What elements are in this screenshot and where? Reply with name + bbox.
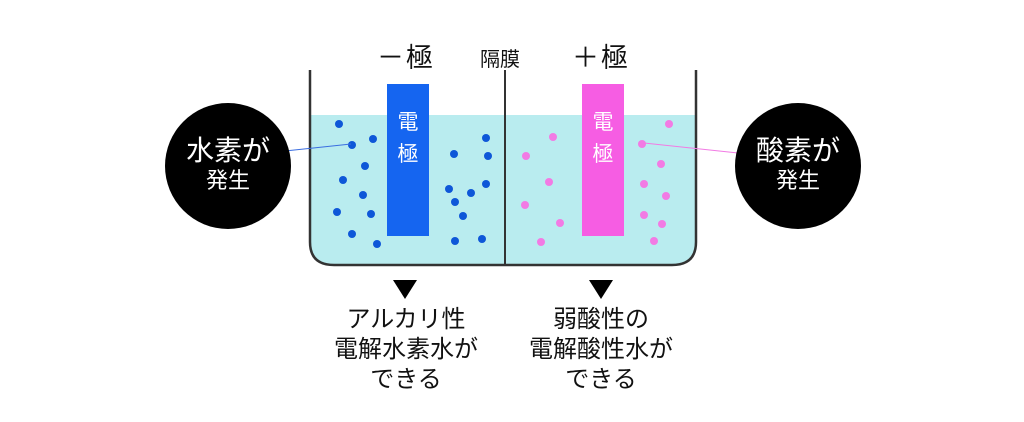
oxygen-bubble [638, 140, 646, 148]
negative-electrode: 電 極 [387, 84, 429, 236]
hydrogen-bubble [335, 120, 343, 128]
hydrogen-callout-line2: 発生 [205, 169, 250, 194]
oxygen-bubble [537, 238, 545, 246]
positive-electrode-text-1: 電 [592, 110, 614, 134]
hydrogen-callout: 水素が 発生 [165, 103, 291, 229]
oxygen-bubble [640, 211, 648, 219]
oxygen-leader-line [643, 142, 739, 154]
alkaline-result-line3: できる [370, 365, 442, 393]
hydrogen-bubble [361, 162, 369, 170]
hydrogen-bubble [459, 212, 467, 220]
oxygen-bubble [650, 237, 658, 245]
positive-electrode: 電 極 [582, 84, 624, 236]
alkaline-result-line2: 電解水素水が [334, 335, 478, 363]
oxygen-bubble [556, 219, 564, 227]
positive-electrode-text-2: 極 [592, 142, 614, 166]
hydrogen-bubble [359, 191, 367, 199]
hydrogen-bubble [339, 176, 347, 184]
hydrogen-bubble [369, 135, 377, 143]
hydrogen-bubble [333, 208, 341, 216]
hydrogen-bubble [348, 141, 356, 149]
oxygen-bubble [545, 178, 553, 186]
oxygen-callout-line2: 発生 [775, 169, 820, 194]
hydrogen-callout-line1: 水素が [185, 134, 270, 167]
hydrogen-bubble [367, 210, 375, 218]
acidic-result-line2: 電解酸性水が [529, 335, 673, 363]
acidic-result-line3: できる [565, 365, 637, 393]
oxygen-bubble [549, 133, 557, 141]
hydrogen-bubble [451, 198, 459, 206]
left-down-arrow [393, 280, 417, 299]
negative-pole-label: －極 [377, 43, 435, 74]
positive-pole-label: ＋極 [572, 43, 630, 74]
oxygen-callout-line1: 酸素が [755, 134, 840, 167]
alkaline-result-text: アルカリ性 電解水素水が できる [296, 304, 516, 394]
hydrogen-bubble [482, 180, 490, 188]
negative-electrode-text-2: 極 [397, 142, 419, 166]
acidic-result-text: 弱酸性の 電解酸性水が できる [491, 304, 711, 394]
hydrogen-bubble [373, 240, 381, 248]
right-down-arrow [589, 280, 613, 299]
oxygen-callout: 酸素が 発生 [735, 103, 861, 229]
oxygen-bubble [658, 220, 666, 228]
oxygen-bubble [521, 201, 529, 209]
electrolysis-tank [308, 70, 698, 267]
hydrogen-bubble [484, 152, 492, 160]
membrane-label: 隔膜 [480, 47, 520, 71]
negative-electrode-text-1: 電 [397, 110, 419, 134]
hydrogen-bubble [445, 185, 453, 193]
oxygen-bubble [662, 192, 670, 200]
hydrogen-bubble [348, 230, 356, 238]
hydrogen-leader-line [284, 143, 352, 152]
hydrogen-bubble [482, 134, 490, 142]
oxygen-bubble [522, 152, 530, 160]
oxygen-bubble [665, 120, 673, 128]
oxygen-bubble [657, 160, 665, 168]
hydrogen-bubble [478, 235, 486, 243]
oxygen-bubble [640, 180, 648, 188]
hydrogen-bubble [451, 237, 459, 245]
hydrogen-bubble [450, 150, 458, 158]
alkaline-result-line1: アルカリ性 [346, 305, 466, 333]
hydrogen-bubble [467, 189, 475, 197]
acidic-result-line1: 弱酸性の [553, 305, 649, 333]
